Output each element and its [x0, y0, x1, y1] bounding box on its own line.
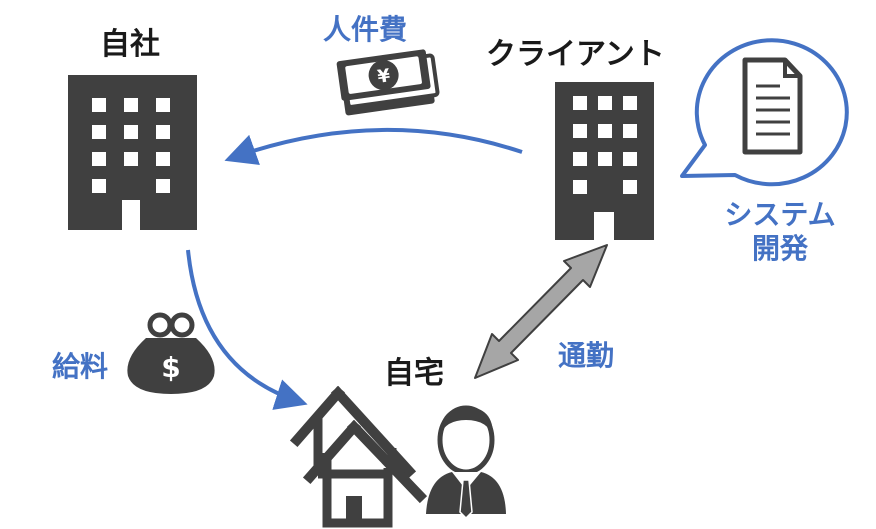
businessman-icon [426, 405, 506, 520]
document-icon [742, 57, 803, 155]
home-label: 自宅 [384, 356, 444, 391]
dollar-purse-icon: $ [127, 312, 215, 394]
client-building-icon [555, 82, 654, 240]
labor-cost-label: 人件費 [323, 13, 408, 46]
yen-symbol: ¥ [376, 65, 392, 88]
own-company-label: 自社 [100, 27, 160, 62]
system-development-label: システム 開発 [700, 198, 860, 265]
salary-label: 給料 [52, 350, 109, 383]
client-label: クライアント [486, 37, 665, 72]
yen-banknote-icon: ¥ [336, 49, 440, 116]
commute-label: 通勤 [558, 339, 615, 372]
system-development-line2: 開発 [751, 231, 808, 265]
system-development-line1: システム [724, 198, 836, 231]
own-company-building-icon [68, 75, 197, 230]
commute-arrow [474, 244, 608, 379]
labor-cost-arrow [224, 127, 523, 165]
house-icon [289, 385, 428, 528]
salary-arrow [186, 249, 308, 410]
dollar-symbol: $ [161, 351, 180, 384]
